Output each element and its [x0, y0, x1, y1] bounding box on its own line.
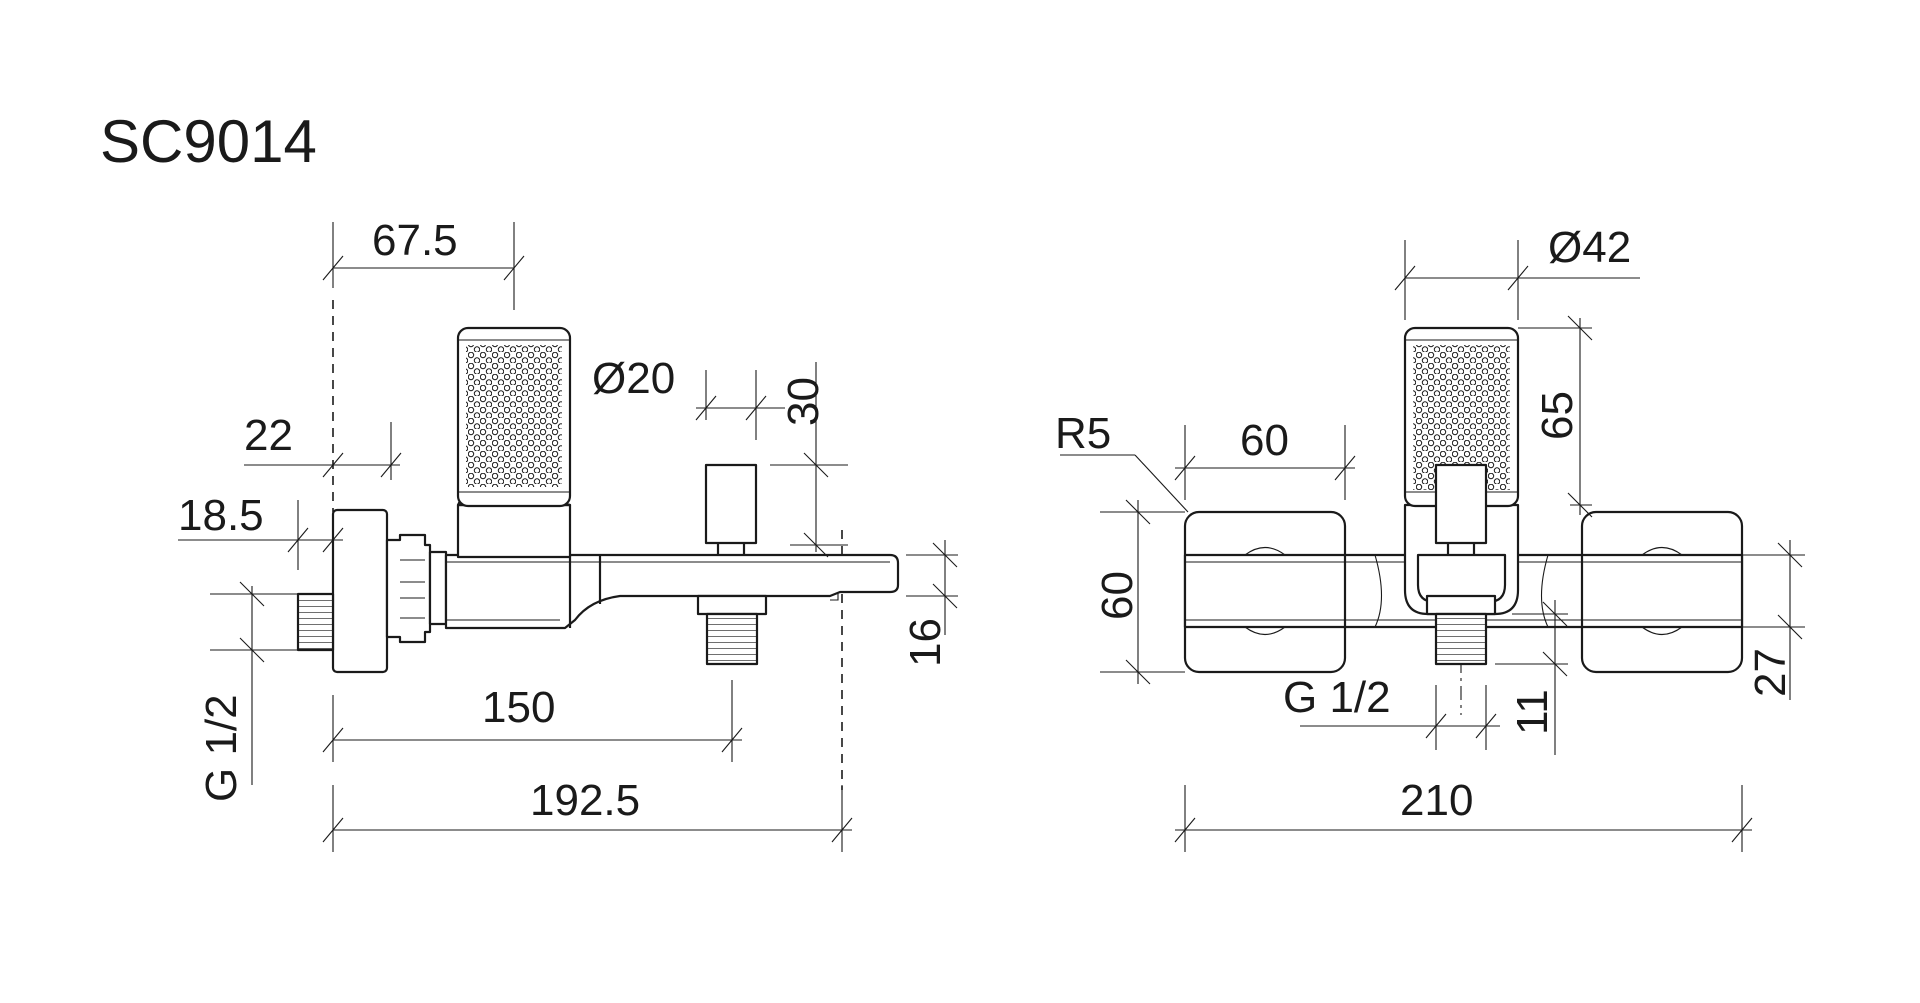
- diverter-knob-front: [1434, 463, 1488, 545]
- dim-inlet-thread: G 1/2: [197, 694, 246, 802]
- mixer-body-side: [444, 553, 900, 630]
- outlet-nut-front: [1425, 594, 1497, 616]
- dim-body-height: 60: [1093, 571, 1142, 620]
- dim-outlet-distance: 150: [482, 683, 555, 732]
- dim-handle-height: 65: [1533, 391, 1582, 440]
- product-title: SC9014: [100, 108, 317, 175]
- shower-outlet-nut: [696, 594, 768, 616]
- dim-total-width: 210: [1400, 776, 1473, 825]
- dim-bar-height: 27: [1746, 648, 1795, 697]
- dim-outlet-height: 30: [779, 377, 828, 426]
- dim-outlet-diameter: Ø20: [592, 354, 675, 403]
- handle-base-side: [456, 503, 572, 559]
- wall-flange-side: [331, 508, 389, 674]
- dim-body-depth: 22: [244, 411, 293, 460]
- dim-handle-diameter: Ø42: [1548, 223, 1631, 272]
- front-view: Ø42 R5 60 65 60 G 1/2: [1055, 223, 1805, 852]
- dim-handle-offset: 67.5: [372, 216, 458, 265]
- dim-outlet-length: 11: [1508, 689, 1557, 735]
- diverter-stub-side: [704, 463, 758, 545]
- dim-spout-thickness: 16: [901, 618, 950, 667]
- dim-flange-width: 60: [1240, 416, 1289, 465]
- side-view: 67.5 22 18.5 Ø20 30 16: [178, 216, 958, 852]
- dim-corner-radius: R5: [1055, 409, 1111, 458]
- dim-total-length: 192.5: [530, 776, 640, 825]
- dim-eccentric-depth: 18.5: [178, 491, 264, 540]
- hex-nut: [385, 533, 432, 644]
- dim-outlet-thread-front: G 1/2: [1283, 673, 1391, 722]
